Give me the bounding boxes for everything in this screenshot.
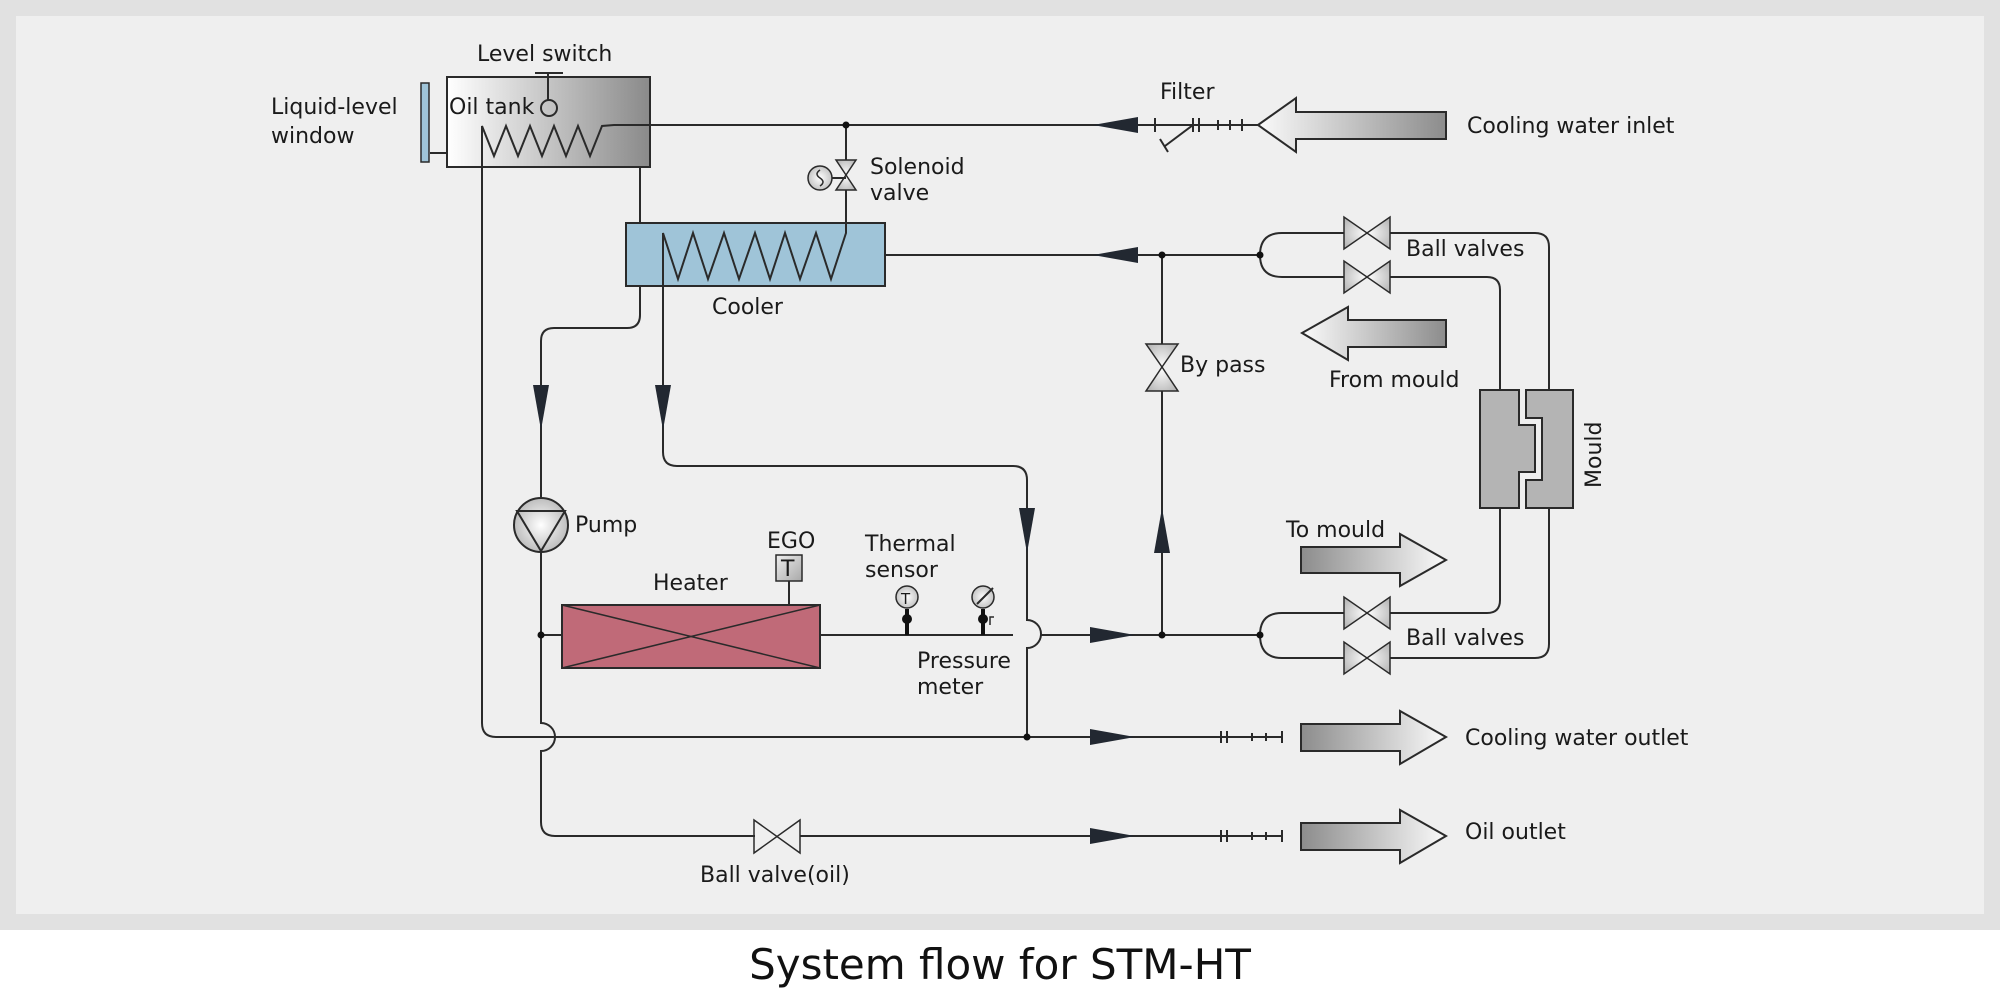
thermal-label-line2: sensor (865, 558, 939, 583)
mould: Mould (1479, 389, 1607, 509)
bypass-valve: By pass (1144, 343, 1265, 392)
bypass-label: By pass (1180, 353, 1265, 378)
thermal-label-line1: Thermal (864, 532, 956, 557)
to-mould-arrow: To mould (1285, 518, 1449, 588)
solenoid-label-line2: valve (870, 181, 929, 206)
ball-valve-oil-label: Ball valve(oil) (700, 863, 850, 888)
liquid-level-label-line2: window (271, 124, 354, 149)
diagram-caption: System flow for STM-HT (749, 940, 1251, 989)
system-flow-diagram: Oil tank Level switch Liquid-level windo… (271, 42, 1689, 888)
thermometer-icon (895, 585, 919, 609)
oil-tank-label: Oil tank (449, 95, 535, 120)
from-mould-label: From mould (1329, 368, 1459, 393)
level-switch-label: Level switch (477, 42, 612, 67)
liquid-level-window: Liquid-level window (271, 82, 430, 163)
ball-valves-bottom-label: Ball valves (1406, 626, 1524, 651)
pipe-coil-down (662, 234, 1042, 737)
cooler: Cooler (625, 222, 886, 320)
arrowhead-supply (1090, 627, 1135, 643)
to-mould-label: To mould (1285, 518, 1385, 543)
solenoid-label-line1: Solenoid (870, 155, 965, 180)
junction-dots (537, 121, 1264, 741)
heater-label: Heater (653, 571, 729, 596)
cooling-water-outlet-label: Cooling water outlet (1465, 726, 1689, 751)
liquid-level-label-line1: Liquid-level (271, 95, 398, 120)
from-mould-arrow: From mould (1299, 305, 1459, 393)
arrowhead-cw-outlet (1090, 729, 1135, 745)
arrowhead-pump-in (533, 385, 549, 430)
arrowhead-return (1093, 247, 1138, 263)
pump: Pump (513, 497, 637, 553)
filter-label: Filter (1160, 80, 1215, 105)
ball-valves-return: Ball valves (1343, 215, 1524, 295)
arrowhead-oil-outlet (1090, 828, 1135, 844)
arrowhead-inlet (1093, 117, 1138, 133)
ball-valves-top-label: Ball valves (1406, 237, 1524, 262)
pipe-supply-loop-2 (1259, 507, 1550, 659)
arrowhead-down-right (1019, 508, 1035, 553)
solenoid-valve: Solenoid valve (807, 155, 965, 206)
level-switch: Level switch (477, 42, 612, 117)
thermal-sensor: T Thermal sensor (864, 532, 956, 635)
ball-valves-supply: Ball valves (1343, 595, 1524, 676)
float-icon (540, 99, 558, 117)
flow-arrowheads (533, 117, 1170, 844)
ego-label: EGO (767, 529, 815, 554)
ball-valve-icon (1343, 595, 1391, 631)
arrowhead-coil-down (655, 385, 671, 430)
ball-valve-oil: Ball valve(oil) (700, 818, 850, 888)
cooling-water-inlet-label: Cooling water inlet (1467, 114, 1675, 139)
ego-thermostat: T EGO (767, 529, 815, 605)
tank-coil (481, 123, 650, 167)
pipes (430, 124, 1550, 837)
ball-valve-icon (753, 818, 801, 855)
ball-valve-icon (1343, 259, 1391, 295)
pipe-tank-coil-down (481, 167, 1283, 738)
pipe-return-loop (1259, 232, 1550, 390)
heater: Heater (561, 571, 821, 669)
pipe-cooler-to-pump (540, 285, 641, 505)
filter: Filter (1154, 80, 1243, 153)
cooling-water-outlet: Cooling water outlet (1220, 709, 1689, 766)
cooler-label: Cooler (712, 295, 784, 320)
arrowhead-bypass-up (1154, 508, 1170, 553)
pressure-label-line1: Pressure (917, 649, 1011, 674)
pump-icon (513, 497, 569, 553)
pressure-meter: Pressure meter (917, 585, 1011, 700)
pipe-supply-loop (1259, 507, 1501, 636)
oil-outlet-label: Oil outlet (1465, 820, 1566, 845)
oil-outlet: Oil outlet (1220, 808, 1566, 865)
pipe-return-loop-2 (1259, 254, 1501, 390)
pump-label: Pump (575, 513, 637, 538)
ball-valve-icon (1343, 215, 1391, 251)
pipe-pump-down (540, 551, 1283, 837)
ball-valve-icon (1343, 640, 1391, 676)
ego-symbol: T (780, 557, 795, 582)
pressure-label-line2: meter (917, 675, 984, 700)
thermal-symbol: T (900, 590, 911, 608)
cooling-water-inlet-arrow: Cooling water inlet (1256, 96, 1675, 154)
mould-label: Mould (1582, 422, 1607, 488)
